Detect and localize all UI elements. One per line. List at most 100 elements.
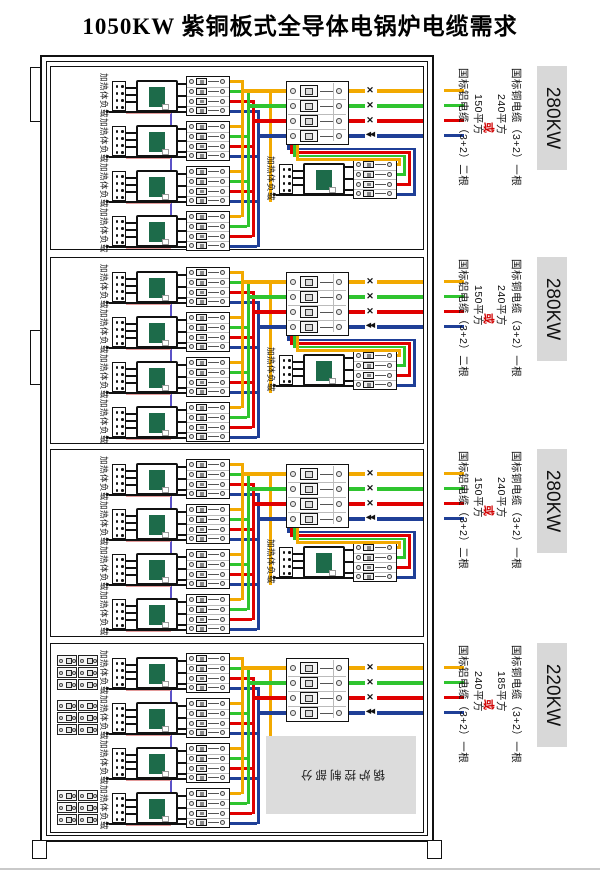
ssr-notch: [162, 430, 169, 436]
phase-stub: [230, 563, 247, 566]
pole-toggle: [200, 667, 204, 671]
terminal-block: [279, 547, 293, 577]
terminal-dot: [115, 189, 118, 192]
wrap-wire: [408, 151, 411, 186]
screw-terminal: [189, 379, 194, 385]
row-separator: [187, 386, 229, 388]
breaker-pole: [196, 719, 207, 727]
cabinet-leg-right: [427, 840, 442, 859]
feeder-wire: [241, 280, 286, 284]
pole-toggle: [200, 316, 204, 320]
ssr-green-module: [149, 278, 165, 298]
pole-toggle: [200, 189, 204, 194]
pole-toggle: [200, 125, 204, 129]
breaker-pole: [196, 278, 207, 286]
toggle-inner: [305, 324, 313, 331]
screw-terminal: [59, 817, 63, 822]
exit-wire: [349, 487, 365, 491]
wrap-wire: [293, 154, 406, 157]
section-box: 加热体负载加热体负载加热体负载加热体负载✕✕✕◀◀加热体负载: [50, 449, 424, 637]
ssr-notch: [329, 378, 336, 384]
pole-toggle: [200, 300, 204, 304]
pole-link: [320, 682, 333, 684]
control-wire-violet: [170, 674, 172, 814]
toggle-inner: [305, 695, 313, 702]
screw-terminal: [220, 481, 225, 487]
pole-link: [208, 483, 219, 485]
pole-link: [208, 628, 219, 630]
terminal-dot: [115, 328, 118, 331]
screw-terminal: [72, 793, 76, 798]
screw-terminal: [189, 597, 194, 603]
ground-dot: [106, 391, 109, 394]
feeder-wire: [257, 711, 286, 715]
ssr-green-module: [149, 177, 165, 197]
screw-terminal: [189, 270, 194, 276]
screw-terminal: [59, 793, 63, 798]
phase-stub: [230, 225, 247, 228]
screw-terminal: [189, 616, 194, 622]
pole-toggle: [200, 702, 204, 706]
phase-stub: [230, 235, 252, 238]
screw-terminal: [290, 279, 296, 285]
wire-black: [178, 409, 186, 411]
exit-wire: [349, 696, 365, 700]
heater-unit: 加热体负载: [96, 354, 230, 399]
screw-terminal: [336, 516, 342, 522]
screw-terminal: [72, 715, 76, 720]
wire-black: [178, 705, 186, 707]
breaker-stack: [186, 166, 230, 206]
breaker-pole: [363, 190, 374, 198]
screw-terminal: [336, 133, 342, 139]
screw-terminal: [220, 279, 225, 285]
feeder-wire: [257, 325, 286, 329]
terminal-dot: [115, 811, 118, 814]
bus-yellow-branch: [269, 667, 272, 779]
phase-stub: [230, 553, 241, 556]
pole-link: [375, 183, 386, 185]
heater-unit: 加热体负载: [96, 695, 230, 740]
feeder-wire: [252, 119, 286, 123]
screw-terminal: [189, 405, 194, 411]
phase-stub: [230, 361, 241, 364]
screw-terminal: [189, 800, 194, 806]
pole-link: [208, 464, 219, 466]
wire-black: [126, 753, 136, 756]
screw-terminal: [189, 188, 194, 194]
pole-toggle: [367, 354, 371, 358]
terminal-dot: [121, 527, 124, 530]
control-wire-pink: [126, 496, 171, 497]
pole-toggle: [200, 617, 204, 622]
bus-yellow: [241, 271, 244, 408]
terminal-dot: [115, 342, 118, 345]
control-wire-pink: [126, 541, 171, 542]
breaker-pole: [196, 799, 207, 807]
pole-link: [208, 793, 219, 795]
terminal-dot: [115, 151, 118, 154]
pole-link: [320, 90, 333, 92]
wire-black: [293, 367, 303, 370]
screw-terminal: [72, 682, 76, 687]
screw-terminal: [189, 414, 194, 420]
wire-black: [178, 750, 186, 752]
main-breaker: [286, 658, 349, 722]
wire-black: [178, 387, 186, 389]
mini-breaker-body: [65, 702, 72, 709]
mini-breaker: [57, 655, 77, 666]
screw-terminal: [290, 710, 296, 716]
pole-link: [375, 374, 386, 376]
terminal-block: [112, 464, 126, 494]
breaker-pole: [196, 78, 207, 86]
ground-dot: [106, 777, 109, 780]
screw-terminal: [220, 315, 225, 321]
wrap-wire: [398, 349, 401, 357]
pole-link: [375, 384, 386, 386]
exit-wire: [349, 89, 365, 93]
cable-core-stub: [444, 309, 464, 313]
control-wire-pink: [126, 825, 171, 826]
control-wire-pink: [126, 690, 171, 691]
wire-black: [178, 601, 186, 603]
terminal-dot: [115, 662, 118, 665]
heater-unit: 加热体负载: [96, 208, 230, 253]
breaker-pole: [196, 506, 207, 514]
